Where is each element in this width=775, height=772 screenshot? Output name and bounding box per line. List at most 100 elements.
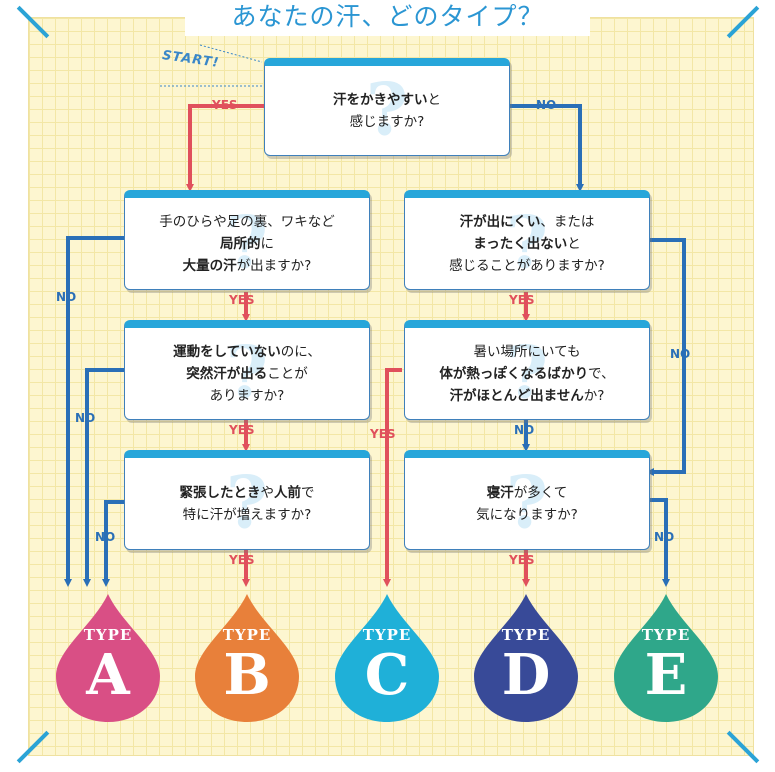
question-text-q7: 寝汗が多くて気になりますか? [476,482,578,526]
question-emphasis: 運動をしていない [173,343,281,360]
question-line: 汗がほとんど出ませんか? [439,385,614,407]
drop-shape [56,594,160,722]
no-label: NO [56,290,77,304]
question-line: まったく出ないと [449,233,605,255]
question-line: 手のひらや足の裏、ワキなど [159,211,335,233]
no-label: NO [670,347,691,361]
question-segment: 感じることがありますか? [449,257,605,274]
question-segment: と [427,91,442,108]
question-emphasis: 寝汗 [486,484,514,501]
question-line: 特に汗が増えますか? [180,504,315,526]
start-dotted-line [199,44,263,63]
arrow-q2-no [64,236,124,587]
type-letter: B [223,642,271,708]
question-mark-icon: ? [505,329,549,415]
question-emphasis: 体が熱っぽくなるばかり [439,365,589,382]
question-box-q7: ? 寝汗が多くて気になりますか? [404,450,650,550]
question-emphasis: まったく出ない [473,235,568,252]
question-segment: が出ますか? [236,257,312,274]
yes-label: YES [229,293,255,307]
no-label: NO [514,423,535,437]
yes-label: YES [370,427,396,441]
question-segment: 気になりますか? [476,506,578,523]
no-label: NO [75,411,96,425]
no-label: NO [536,98,557,112]
yes-label: YES [229,553,255,567]
arrow-q7-no [650,498,670,587]
arrow-q3-no [646,238,686,476]
question-segment: 感じますか? [349,113,425,130]
type-label: TYPE [362,626,412,644]
question-line: ありますか? [173,385,321,407]
question-box-q6: ? 緊張したときや人前で特に汗が増えますか? [124,450,370,550]
question-emphasis: 汗が出にくい [459,213,541,230]
question-mark-icon: ? [505,199,549,285]
arrow-q5-yes [383,368,402,587]
question-line: 大量の汗が出ますか? [159,255,335,277]
question-text-q6: 緊張したときや人前で特に汗が増えますか? [180,482,315,526]
yes-label: YES [509,553,535,567]
question-segment: ことが [267,365,308,382]
question-segment: や [260,484,275,501]
question-box-q5: ? 暑い場所にいても体が熱っぽくなるばかりで、汗がほとんど出ませんか? [404,320,650,420]
arrow-q6-no [102,500,124,587]
type-letter: A [86,642,130,708]
question-segment: 、または [540,213,595,230]
question-segment: で、 [588,365,615,382]
question-text-q4: 運動をしていないのに、突然汗が出ることがありますか? [173,341,321,407]
question-box-q4: ? 運動をしていないのに、突然汗が出ることがありますか? [124,320,370,420]
question-line: 緊張したときや人前で [180,482,315,504]
arrow-q1-yes [186,104,264,192]
question-mark-icon: ? [225,199,269,285]
question-segment: か? [583,387,605,404]
type-drop-e: TYPE E [610,592,722,724]
question-line: 寝汗が多くて [476,482,578,504]
drop-shape [335,594,439,722]
question-segment: 手のひらや足の裏、ワキなど [159,213,335,230]
question-segment: ありますか? [209,387,285,404]
question-box-q2: ? 手のひらや足の裏、ワキなど局所的に大量の汗が出ますか? [124,190,370,290]
question-segment: で [301,484,315,501]
question-line: 汗をかきやすいと [333,89,441,111]
type-letter: E [644,642,688,708]
question-segment: に [260,235,275,252]
question-emphasis: 汗をかきやすい [333,91,428,108]
type-label: TYPE [222,626,272,644]
question-mark-icon: ? [505,459,549,545]
question-segment: 特に汗が増えますか? [182,506,312,523]
question-emphasis: 大量の汗 [182,257,237,274]
arrow-q4-no [83,368,124,587]
no-label: NO [95,530,116,544]
type-label: TYPE [501,626,551,644]
arrow-q1-no [510,104,584,192]
type-drop-c: TYPE C [331,592,443,724]
drop-shape [614,594,718,722]
question-text-q1: 汗をかきやすいと感じますか? [333,89,441,133]
drop-shape [474,594,578,722]
question-emphasis: 局所的 [220,235,261,252]
question-emphasis: 汗がほとんど出ません [449,387,584,404]
question-segment: と [567,235,581,252]
question-text-q5: 暑い場所にいても体が熱っぽくなるばかりで、汗がほとんど出ませんか? [439,341,614,407]
question-mark-icon: ? [225,459,269,545]
question-line: 突然汗が出ることが [173,363,321,385]
question-segment: が多くて [513,484,568,501]
question-line: 感じますか? [333,111,441,133]
question-line: 汗が出にくい、または [449,211,605,233]
type-label: TYPE [641,626,691,644]
question-box-q3: ? 汗が出にくい、またはまったく出ないと感じることがありますか? [404,190,650,290]
question-segment: のに、 [280,343,321,360]
page-title: あなたの汗、どのタイプ？ [185,0,590,36]
type-drop-d: TYPE D [470,592,582,724]
question-line: 気になりますか? [476,504,578,526]
no-label: NO [654,530,675,544]
type-letter: D [501,642,551,708]
question-mark-icon: ? [225,329,269,415]
type-label: TYPE [83,626,133,644]
question-line: 体が熱っぽくなるばかりで、 [439,363,614,385]
question-text-q3: 汗が出にくい、またはまったく出ないと感じることがありますか? [449,211,605,277]
type-drop-a: TYPE A [52,592,164,724]
type-drop-b: TYPE B [191,592,303,724]
yes-label: YES [212,98,238,112]
